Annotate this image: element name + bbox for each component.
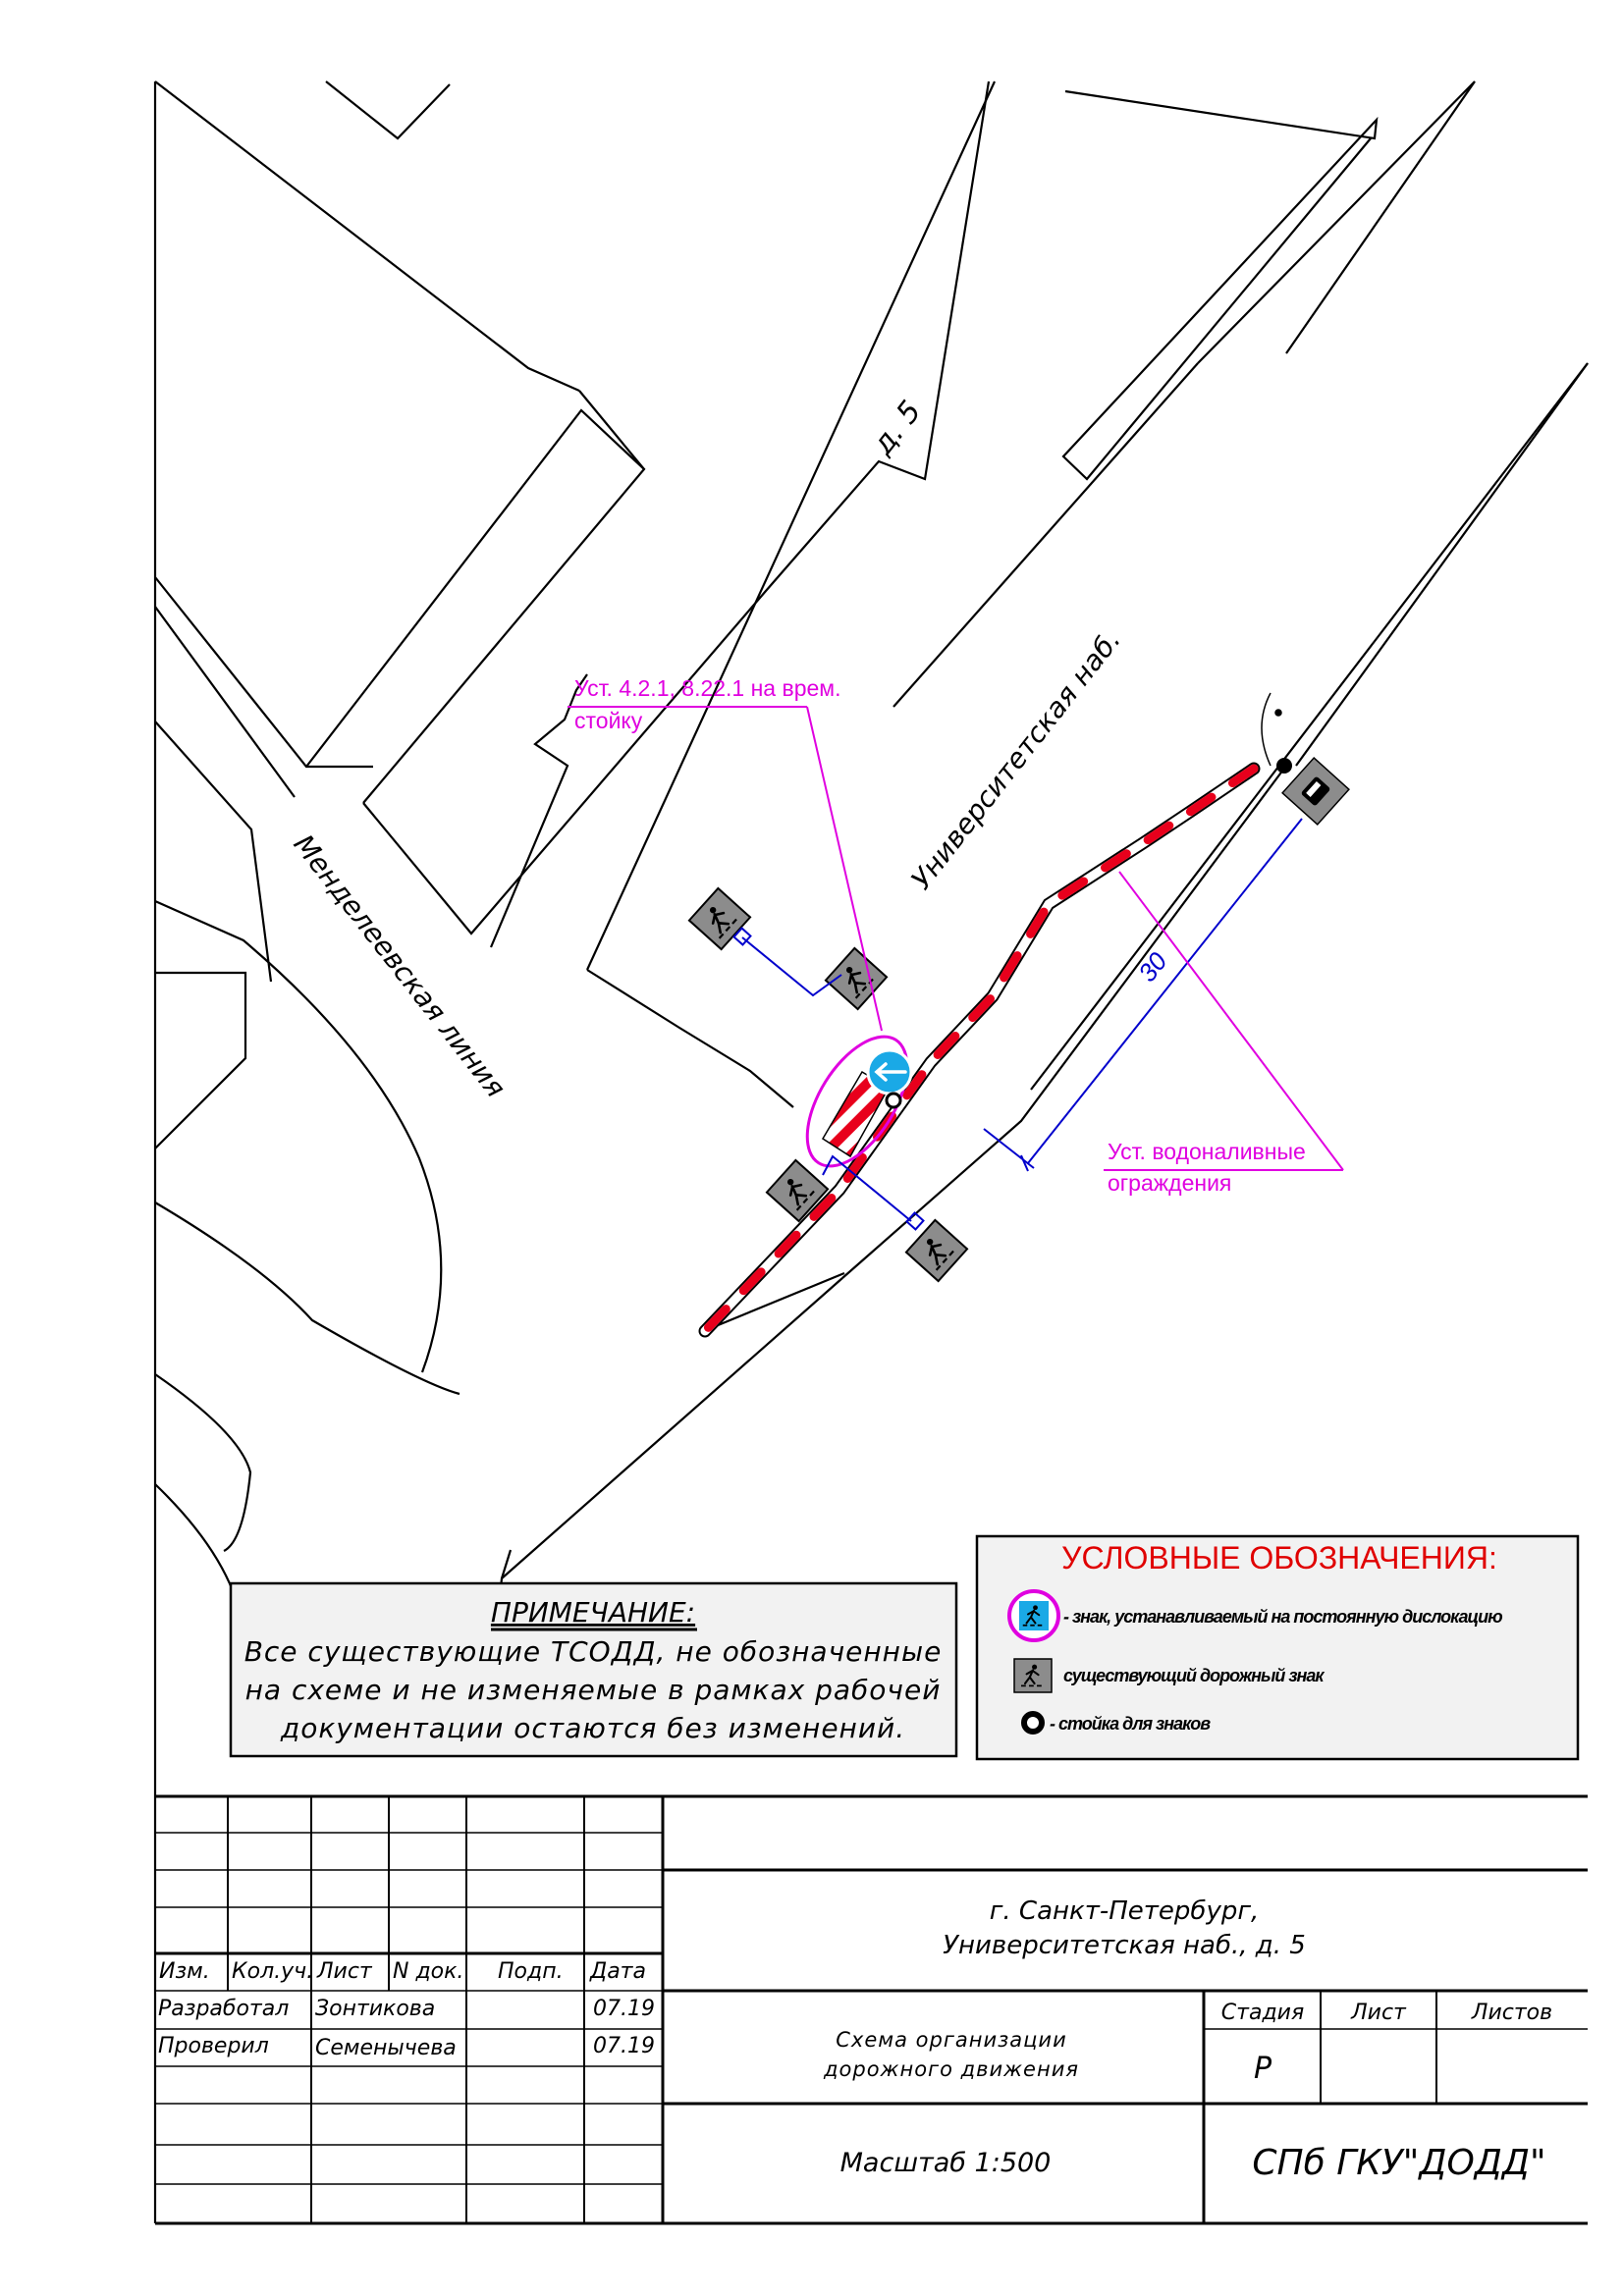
chk-name: Семенычева	[315, 2036, 457, 2060]
address-line2: Университетская наб., д. 5	[943, 1931, 1306, 1960]
map-linework	[153, 80, 1589, 2223]
header-data: Дата	[589, 1959, 646, 1984]
legend-post: - стойка для знаков	[1021, 1711, 1212, 1735]
header-list: Лист	[316, 1959, 373, 1984]
stage-value: Р	[1254, 2052, 1272, 2086]
note-box: ПРИМЕЧАНИЕ: Все существующие ТСОДД, не о…	[229, 1581, 958, 1758]
lamp-icon	[1261, 692, 1282, 767]
pedestrian-crossing-icon	[687, 886, 752, 951]
sign-post-icon	[885, 1092, 902, 1109]
drawing-title-line1: Схема организации	[836, 2028, 1066, 2052]
sheets-header: Листов	[1471, 2001, 1552, 2025]
title-block	[155, 1794, 1588, 2225]
pedestrian-crossing-icon	[765, 1158, 830, 1223]
legend-existing-sign: существующий дорожный знак	[1013, 1658, 1325, 1693]
note-line3: документации остаются без изменений.	[280, 1712, 905, 1744]
bus-stop-icon	[1281, 757, 1350, 826]
dev-date: 07.19	[593, 1997, 655, 2021]
street-university-label: Университетская наб.	[905, 624, 1127, 896]
legend-post-label: - стойка для знаков	[1050, 1714, 1211, 1734]
legend-new-sign-label: - знак, устанавливаемый на постоянную ди…	[1063, 1607, 1502, 1627]
callout-barrier-line1: Уст. водоналивные	[1108, 1139, 1306, 1164]
callout-barrier-line2: ограждения	[1108, 1170, 1231, 1196]
pedestrian-crossing-icon	[904, 1218, 969, 1283]
header-izm: Изм.	[159, 1959, 210, 1984]
dev-name: Зонтикова	[315, 1997, 435, 2021]
legend-box: УСЛОВНЫЕ ОБОЗНАЧЕНИЯ: - знак, устанавлив…	[975, 1534, 1580, 1761]
sign-post-connectors	[732, 927, 925, 1231]
water-barrier	[698, 762, 1261, 1338]
header-podp: Подп.	[498, 1959, 564, 1984]
keep-left-arrow-icon	[866, 1048, 913, 1095]
sheet-header: Лист	[1350, 2001, 1407, 2025]
dev-role: Разработал	[158, 1997, 289, 2021]
dimension-line	[983, 818, 1303, 1172]
building-label: д. 5	[865, 395, 928, 462]
callout-signs-line2: стойку	[574, 708, 643, 733]
legend-existing-sign-label: существующий дорожный знак	[1063, 1666, 1325, 1685]
scale-label: Масштаб 1:500	[840, 2148, 1052, 2178]
note-line2: на схеме и не изменяемые в рамках рабоче…	[245, 1674, 942, 1706]
legend-title: УСЛОВНЫЕ ОБОЗНАЧЕНИЯ:	[1061, 1540, 1497, 1575]
sign-post-icon	[1021, 1711, 1045, 1735]
temporary-island	[805, 1035, 909, 1168]
street-mendeleev-label: Менделеевская линия	[287, 828, 512, 1103]
note-line1: Все существующие ТСОДД, не обозначенные	[244, 1635, 943, 1668]
title-block-text: Изм. Кол.уч. Лист N док. Подп. Дата Разр…	[158, 1896, 1552, 2183]
sign-post-icon	[1276, 758, 1292, 774]
chk-role: Проверил	[158, 2034, 269, 2058]
header-ndok: N док.	[393, 1959, 463, 1984]
legend-new-sign: - знак, устанавливаемый на постоянную ди…	[1007, 1589, 1503, 1642]
organization-label: СПб ГКУ"ДОДД"	[1252, 2143, 1545, 2183]
stage-header: Стадия	[1221, 2001, 1304, 2025]
address-line1: г. Санкт-Петербург,	[990, 1896, 1260, 1926]
callout-lines	[568, 706, 1344, 1171]
existing-signs	[687, 757, 1350, 1283]
callout-signs-line1: Уст. 4.2.1, 8.22.1 на врем.	[574, 675, 841, 701]
drawing-title-line2: дорожного движения	[823, 2057, 1079, 2081]
chk-date: 07.19	[593, 2034, 655, 2058]
note-title: ПРИМЕЧАНИЕ:	[491, 1596, 695, 1629]
dimension-value: 30	[1132, 946, 1173, 988]
header-kol: Кол.уч.	[232, 1959, 313, 1984]
